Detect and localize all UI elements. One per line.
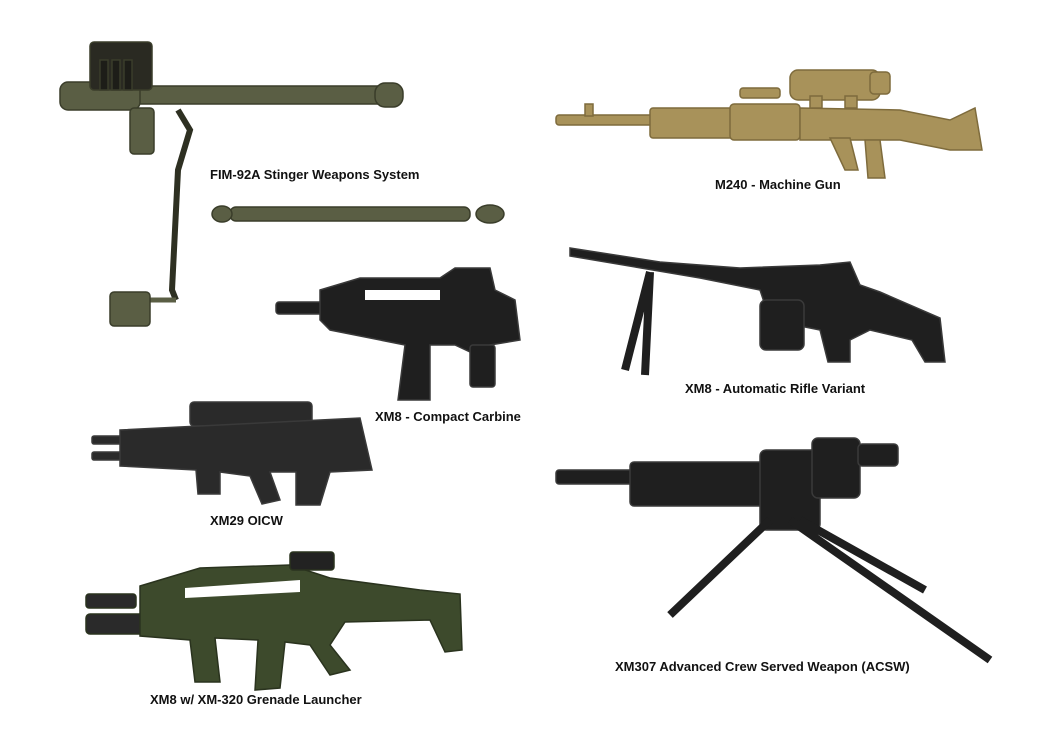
stinger-label: FIM-92A Stinger Weapons System — [210, 167, 420, 182]
xm307-label: XM307 Advanced Crew Served Weapon (ACSW) — [615, 659, 910, 674]
m240-label: M240 - Machine Gun — [715, 177, 841, 192]
xm29-label: XM29 OICW — [210, 513, 283, 528]
xm8-gl-label: XM8 w/ XM-320 Grenade Launcher — [150, 692, 362, 707]
xm8-compact-label: XM8 - Compact Carbine — [375, 409, 521, 424]
xm8-ar-label: XM8 - Automatic Rifle Variant — [685, 381, 866, 396]
